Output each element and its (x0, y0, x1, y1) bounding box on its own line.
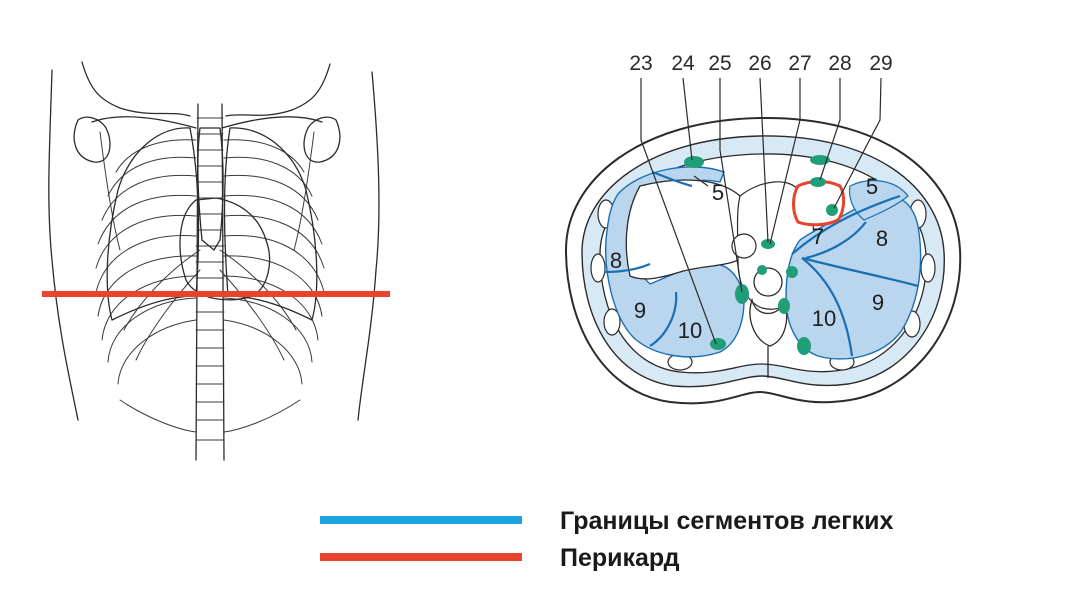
right-scapula (293, 131, 315, 251)
spine (195, 103, 225, 461)
thorax-frontal-diagram (42, 61, 390, 461)
segment-label-l7: 7 (812, 224, 824, 249)
segment-label-r8: 8 (610, 248, 622, 273)
segment-label-l5: 5 (866, 174, 878, 199)
right-shoulder (225, 63, 331, 117)
legend-item-pericardium: Перикард (320, 544, 680, 572)
legend-label-segment-borders: Границы сегментов легких (560, 507, 893, 535)
axial-section-diagram: 23 24 25 26 27 28 29 5 8 9 10 5 7 8 9 10 (564, 52, 962, 405)
callout-leaders (640, 77, 882, 345)
left-humeral-head (73, 116, 111, 163)
esophagus (731, 233, 757, 259)
segment-label-l10: 10 (812, 306, 836, 331)
legend-swatch-red (320, 553, 522, 561)
left-clavicle (91, 116, 197, 129)
liver-dome (625, 179, 757, 280)
callout-numbers: 23 24 25 26 27 28 29 (629, 52, 892, 75)
left-lung-outline (223, 127, 318, 321)
left-shoulder (81, 61, 191, 117)
segment-label-l9: 9 (872, 290, 884, 315)
callout-28: 28 (828, 52, 851, 75)
right-lung-outline (106, 127, 200, 321)
sternum (197, 127, 224, 251)
callout-25: 25 (708, 52, 731, 75)
left-scapula (99, 131, 121, 251)
ribs-left (95, 139, 201, 385)
callout-26: 26 (748, 52, 771, 75)
lower-left-margin (119, 399, 197, 433)
segment-labels: 5 8 9 10 5 7 8 9 10 (610, 174, 888, 343)
body-contour-outer (564, 116, 962, 405)
segment-label-r9: 9 (634, 298, 646, 323)
callout-27: 27 (788, 52, 811, 75)
callout-23: 23 (629, 52, 652, 75)
callout-24: 24 (671, 52, 695, 75)
legend-swatch-blue (320, 516, 522, 524)
legend-item-segment-borders: Границы сегментов легких (320, 507, 893, 535)
body-outline-right (357, 71, 380, 421)
legend: Границы сегментов легких Перикард (320, 507, 893, 572)
lower-right-margin (223, 399, 301, 433)
vertebra (749, 267, 788, 378)
lymph-nodes (684, 155, 838, 355)
segment-label-l8: 8 (876, 226, 888, 251)
legend-label-pericardium: Перикард (560, 544, 680, 572)
segment-label-r5: 5 (712, 180, 724, 205)
body-outline-left (48, 69, 79, 421)
segment-borders (603, 170, 919, 357)
right-humeral-head (303, 116, 341, 163)
right-clavicle (221, 116, 323, 129)
segment-label-r10: 10 (678, 318, 702, 343)
callout-29: 29 (869, 52, 892, 75)
